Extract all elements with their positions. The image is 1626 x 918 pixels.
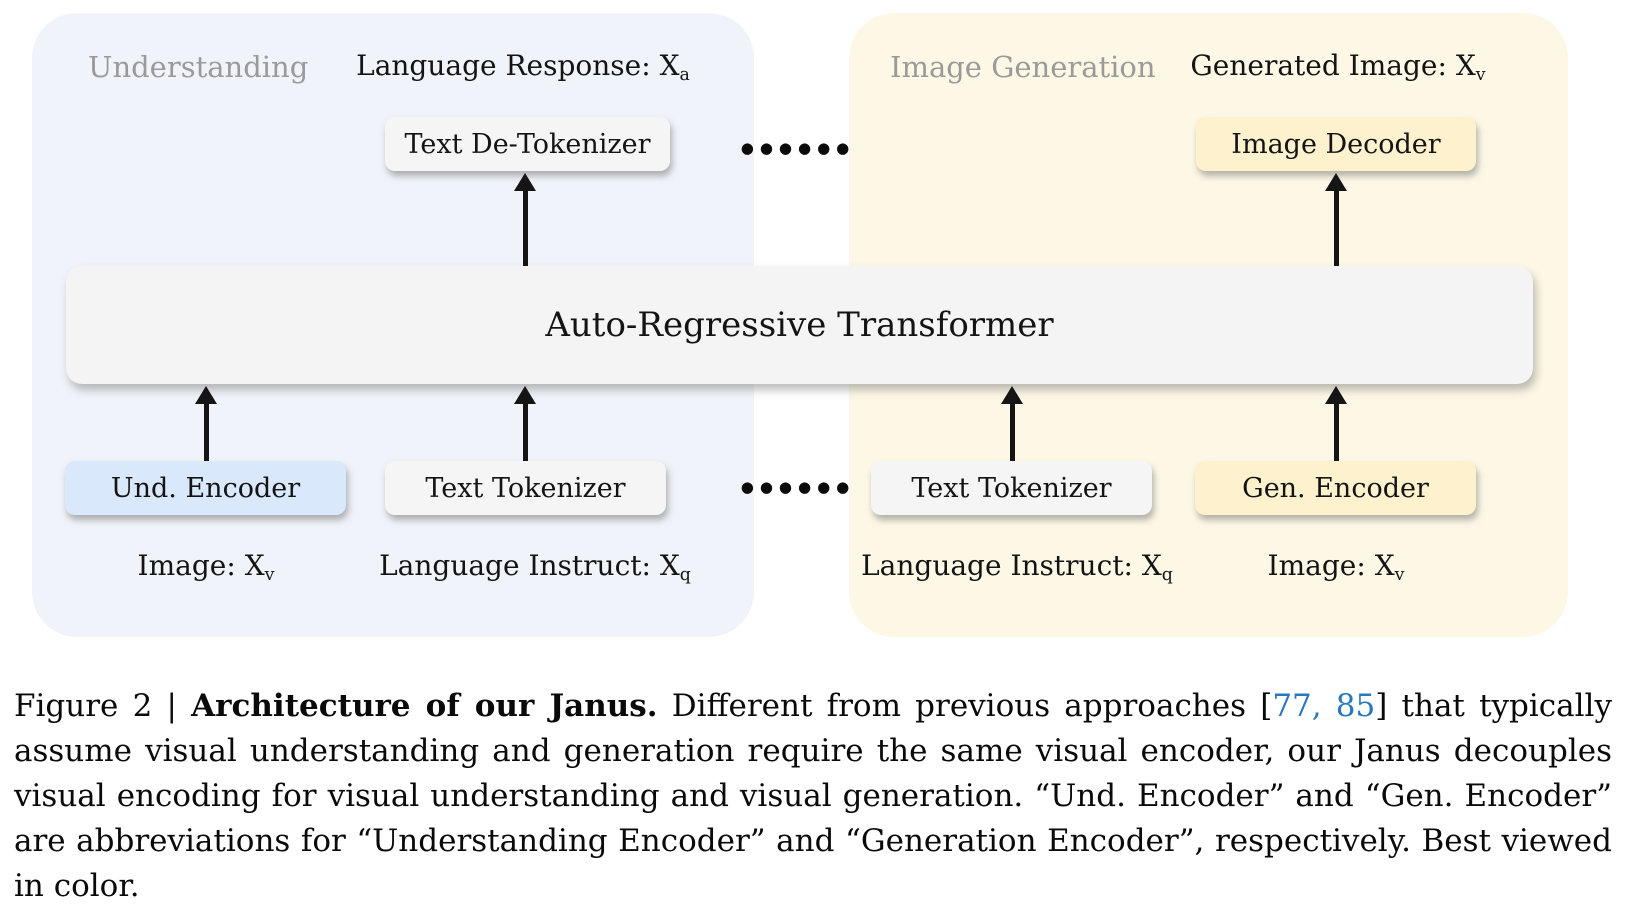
language-instruct-text: Language Instruct: X [379, 549, 680, 582]
arrow-head-icon [514, 386, 536, 404]
language-instruct-label-understanding: Language Instruct: Xq [379, 549, 691, 585]
arrow-line [1333, 191, 1339, 266]
generated-image-text: Generated Image: X [1190, 49, 1476, 82]
image-input-text: Image: X [1267, 549, 1395, 582]
figure-caption: Figure 2 | Architecture of our Janus. Di… [14, 684, 1612, 909]
image-decoder-box: Image Decoder [1196, 117, 1476, 171]
arrow-up-icon [514, 173, 536, 266]
arrow-head-icon [514, 173, 536, 191]
image-input-text: Image: X [137, 549, 265, 582]
arrow-up-icon [1325, 173, 1347, 266]
language-instruct-subscript: q [1161, 564, 1173, 585]
text-tokenizer-box-understanding: Text Tokenizer [385, 461, 666, 515]
generated-image-subscript: v [1475, 64, 1486, 85]
arrow-line [1009, 404, 1015, 462]
arrow-head-icon [1001, 386, 1023, 404]
image-input-label-generation: Image: Xv [1268, 549, 1405, 585]
image-generation-section-label: Image Generation [890, 50, 1156, 84]
text-de-tokenizer-box: Text De-Tokenizer [385, 117, 670, 171]
arrow-head-icon [1325, 386, 1347, 404]
language-response-label: Language Response: Xa [356, 49, 690, 85]
understanding-section-label: Understanding [88, 50, 309, 84]
arrow-line [203, 404, 209, 462]
arrow-line [522, 191, 528, 266]
ellipsis-dots-top: ●●●●●● [740, 139, 856, 157]
arrow-line [522, 404, 528, 462]
figure-caption-title: Architecture of our Janus. [191, 688, 658, 724]
figure-caption-body-1: Different from previous approaches [ [657, 688, 1273, 724]
arrow-up-icon [514, 386, 536, 462]
language-response-text: Language Response: X [356, 49, 680, 82]
image-input-subscript: v [264, 564, 275, 585]
generated-image-label: Generated Image: Xv [1190, 49, 1485, 85]
language-response-subscript: a [679, 64, 690, 85]
arrow-head-icon [1325, 173, 1347, 191]
arrow-up-icon [1001, 386, 1023, 462]
image-input-label-understanding: Image: Xv [138, 549, 275, 585]
image-input-subscript: v [1394, 564, 1405, 585]
arrow-head-icon [195, 386, 217, 404]
language-instruct-text: Language Instruct: X [861, 549, 1162, 582]
gen-encoder-box: Gen. Encoder [1195, 461, 1476, 515]
arrow-line [1333, 404, 1339, 462]
arrow-up-icon [195, 386, 217, 462]
auto-regressive-transformer-box: Auto-Regressive Transformer [66, 266, 1533, 384]
und-encoder-box: Und. Encoder [65, 461, 346, 515]
text-tokenizer-box-generation: Text Tokenizer [871, 461, 1152, 515]
figure-caption-body-2: ] that typically assume visual understan… [14, 688, 1612, 904]
language-instruct-subscript: q [679, 564, 691, 585]
figure-caption-label: Figure 2 | [14, 688, 192, 724]
arrow-up-icon [1325, 386, 1347, 462]
ellipsis-dots-bottom: ●●●●●● [740, 478, 856, 496]
citation-link[interactable]: 77, 85 [1272, 688, 1376, 724]
language-instruct-label-generation: Language Instruct: Xq [861, 549, 1173, 585]
